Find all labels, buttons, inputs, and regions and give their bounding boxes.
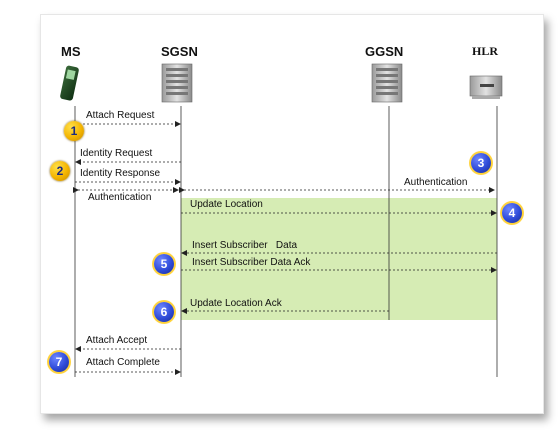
msg-insert-subscriber-data-ack: Insert Subscriber Data Ack: [192, 257, 311, 268]
hlr-database-server-icon: [469, 75, 503, 99]
msg-update-location-ack: Update Location Ack: [190, 298, 282, 309]
msg-identity-response: Identity Response: [80, 168, 161, 179]
mobile-phone-icon: [60, 65, 79, 101]
highlight-region: [181, 198, 497, 320]
msg-attach-accept: Attach Accept: [86, 335, 148, 346]
sgsn-server-rack-icon: [161, 63, 193, 103]
node-label-ms: MS: [61, 44, 81, 59]
step-marker-2: 2: [50, 161, 70, 181]
step-marker-5: 5: [154, 254, 174, 274]
node-label-hlr: HLR: [472, 44, 499, 58]
step-marker-7: 7: [49, 352, 69, 372]
msg-authentication-ms: Authentication: [88, 192, 152, 203]
step-marker-3: 3: [471, 153, 491, 173]
msg-attach-complete: Attach Complete: [86, 357, 160, 368]
step-marker-4: 4: [502, 203, 522, 223]
msg-identity-request: Identity Request: [80, 148, 153, 159]
msg-attach-request: Attach Request: [86, 110, 155, 121]
ggsn-server-rack-icon: [371, 63, 403, 103]
step-marker-1: 1: [64, 121, 84, 141]
node-label-ggsn: GGSN: [365, 44, 404, 59]
msg-update-location: Update Location: [190, 199, 263, 210]
msg-authentication-hlr: Authentication: [404, 177, 468, 188]
step-marker-6: 6: [154, 302, 174, 322]
node-label-sgsn: SGSN: [161, 44, 198, 59]
msg-insert-subscriber-data: Insert Subscriber Data: [192, 240, 298, 251]
